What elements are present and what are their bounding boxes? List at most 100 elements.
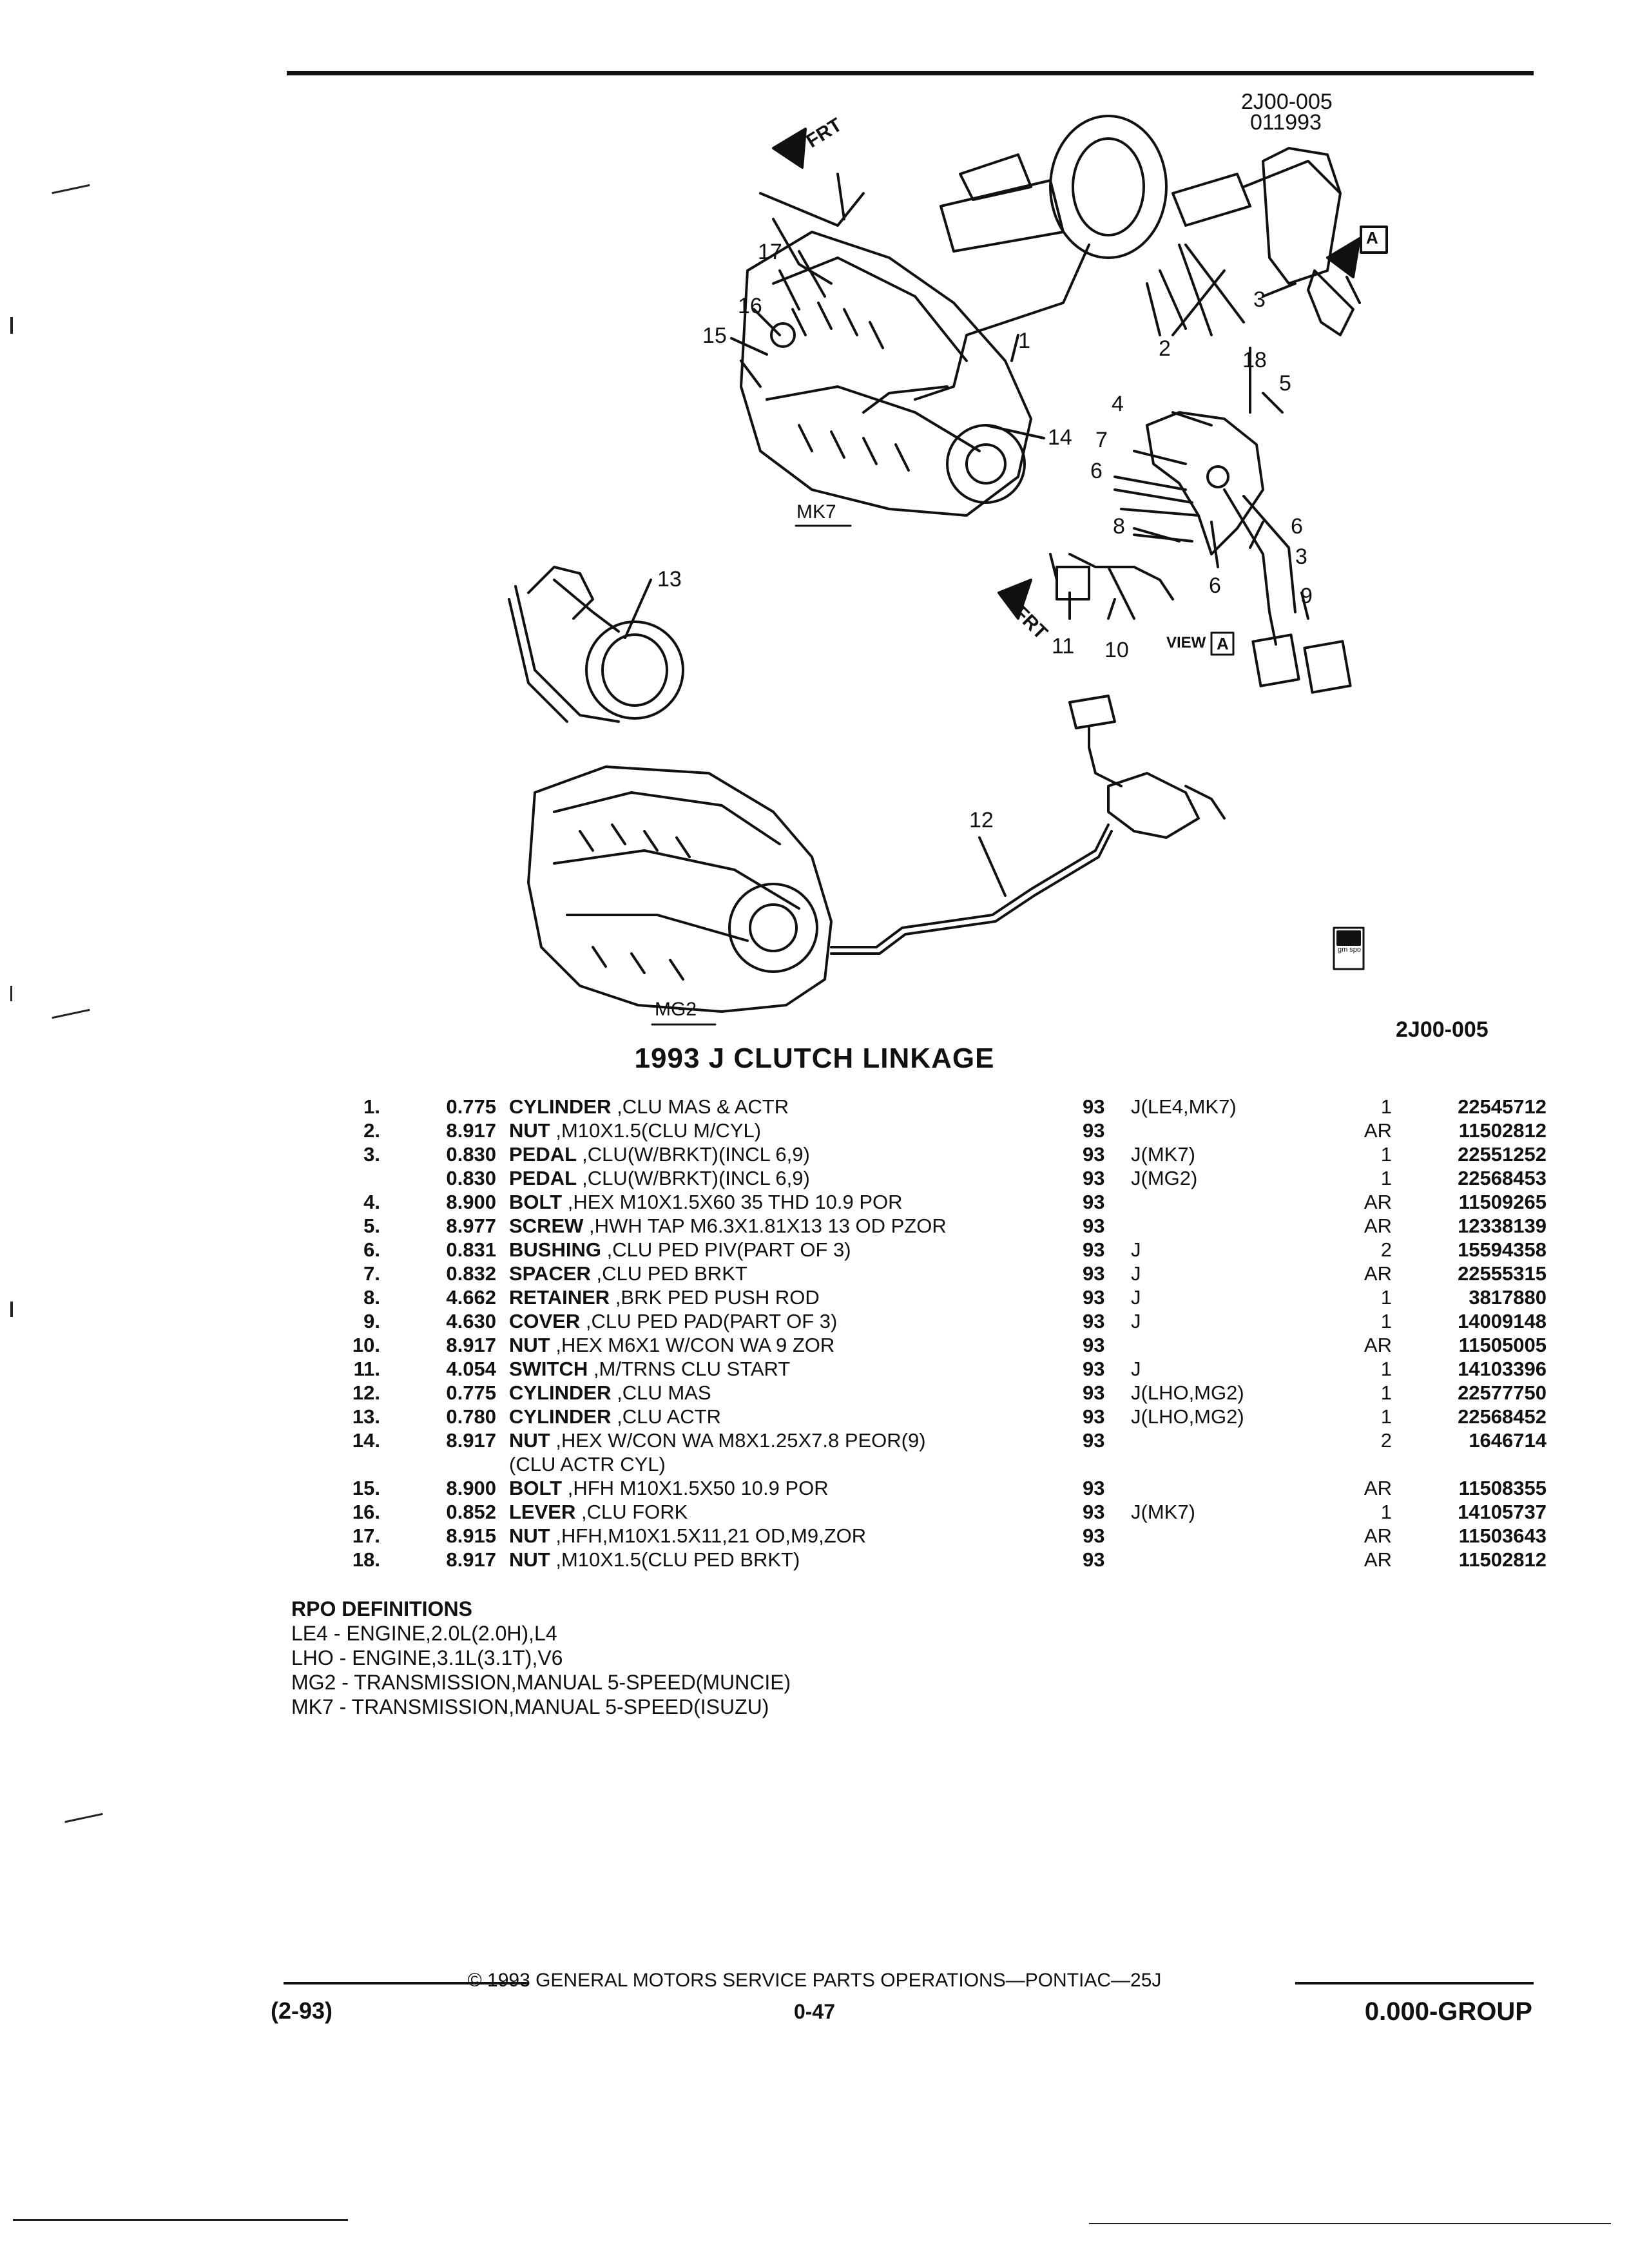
part-detail: ,M/TRNS CLU START [593,1358,791,1380]
model-year: 93 [1083,1548,1105,1571]
description: CYLINDER ,CLU MAS [509,1381,1347,1405]
description: CYLINDER ,CLU ACTR [509,1405,1347,1428]
description: NUT ,HFH,M10X1.5X11,21 OD,M9,ZOR [509,1524,1347,1548]
quantity: 1 [1380,1501,1392,1523]
part-detail: ,CLU(W/BRKT)(INCL 6,9) [582,1143,810,1166]
item-number: 11. [353,1358,380,1380]
part-name: BUSHING [509,1238,601,1261]
callout-1: 1 [1018,329,1030,353]
quantity: 1 [1380,1358,1392,1380]
callout-6c: 6 [1209,573,1221,598]
description: NUT ,HEX W/CON WA M8X1.25X7.8 PEOR(9) [509,1429,1347,1452]
callout-13: 13 [657,567,682,591]
part-number: 14105737 [1458,1501,1547,1523]
quantity: AR [1364,1524,1392,1547]
part-name: NUT [509,1119,550,1142]
group-number: 4.054 [446,1358,496,1380]
scan-mark [64,1812,103,1823]
gm-spo-logo-text: gm spo [1337,946,1362,954]
part-number: 1646714 [1469,1429,1547,1452]
group-number: 0.832 [446,1262,496,1285]
series: J(MK7) [1131,1143,1195,1166]
footer-date: (2-93) [271,1997,333,2024]
part-number: 14009148 [1458,1310,1547,1332]
part-number: 14103396 [1458,1358,1547,1380]
scan-mark [1089,2223,1611,2224]
callout-10: 10 [1104,638,1129,662]
diagram-ref-top-2: 011993 [1250,110,1322,135]
model-year: 93 [1083,1167,1105,1189]
callout-15: 15 [702,323,727,348]
model-year: 93 [1083,1191,1105,1213]
description: BUSHING ,CLU PED PIV(PART OF 3) [509,1238,1347,1262]
callout-3a: 3 [1253,287,1266,312]
part-name: SPACER [509,1262,591,1285]
description: BOLT ,HEX M10X1.5X60 35 THD 10.9 POR [509,1191,1347,1214]
part-detail: ,M10X1.5(CLU M/CYL) [555,1119,762,1142]
quantity: AR [1364,1334,1392,1356]
part-name: PEDAL [509,1143,577,1166]
group-number: 0.775 [446,1095,496,1118]
part-name: BOLT [509,1191,563,1213]
item-number: 16. [352,1501,380,1523]
quantity: 1 [1380,1095,1392,1118]
part-detail: ,HFH,M10X1.5X11,21 OD,M9,ZOR [555,1524,867,1547]
parts-row: (CLU ACTR CYL) [309,1453,1547,1477]
group-number: 8.917 [446,1548,496,1571]
series: J(LHO,MG2) [1131,1405,1244,1428]
model-year: 93 [1083,1477,1105,1499]
item-number: 14. [352,1429,380,1452]
quantity: 2 [1380,1238,1392,1261]
part-detail: ,HEX M10X1.5X60 35 THD 10.9 POR [567,1191,903,1213]
part-detail: ,CLU MAS [617,1381,711,1404]
quantity: AR [1364,1215,1392,1237]
part-name: COVER [509,1310,581,1332]
model-year: 93 [1083,1381,1105,1404]
quantity: 1 [1380,1310,1392,1332]
description: CYLINDER ,CLU MAS & ACTR [509,1095,1347,1119]
group-number: 4.630 [446,1310,496,1332]
series: J [1131,1262,1141,1285]
series: J [1131,1286,1141,1309]
series: J(LE4,MK7) [1131,1095,1237,1118]
callout-9: 9 [1300,584,1313,608]
description: NUT ,M10X1.5(CLU PED BRKT) [509,1548,1347,1571]
model-year: 93 [1083,1501,1105,1523]
item-number: 4. [363,1191,380,1213]
label-mg2: MG2 [655,999,697,1020]
model-year: 93 [1083,1429,1105,1452]
rpo-line: LHO - ENGINE,3.1L(3.1T),V6 [291,1646,563,1669]
label-view-letter: A [1217,634,1229,653]
part-detail: ,HFH M10X1.5X50 10.9 POR [567,1477,829,1499]
callout-5: 5 [1279,371,1291,396]
rpo-line: MK7 - TRANSMISSION,MANUAL 5-SPEED(ISUZU) [291,1695,769,1718]
part-detail: ,CLU FORK [581,1501,688,1523]
part-number: 11502812 [1458,1548,1547,1571]
quantity: 1 [1380,1381,1392,1404]
part-number: 22568453 [1458,1167,1547,1189]
callout-17: 17 [758,240,782,264]
item-number: 2. [363,1119,380,1142]
part-name: PEDAL [509,1167,577,1189]
diagram-ref-bottom: 2J00-005 [1396,1017,1489,1042]
item-number: 12. [352,1381,380,1404]
group-number: 0.775 [446,1381,496,1404]
page-title: 1993 J CLUTCH LINKAGE [634,1043,995,1074]
part-name: LEVER [509,1501,576,1523]
callout-8: 8 [1113,514,1125,539]
scan-mark [10,1302,13,1317]
series: J [1131,1310,1141,1332]
